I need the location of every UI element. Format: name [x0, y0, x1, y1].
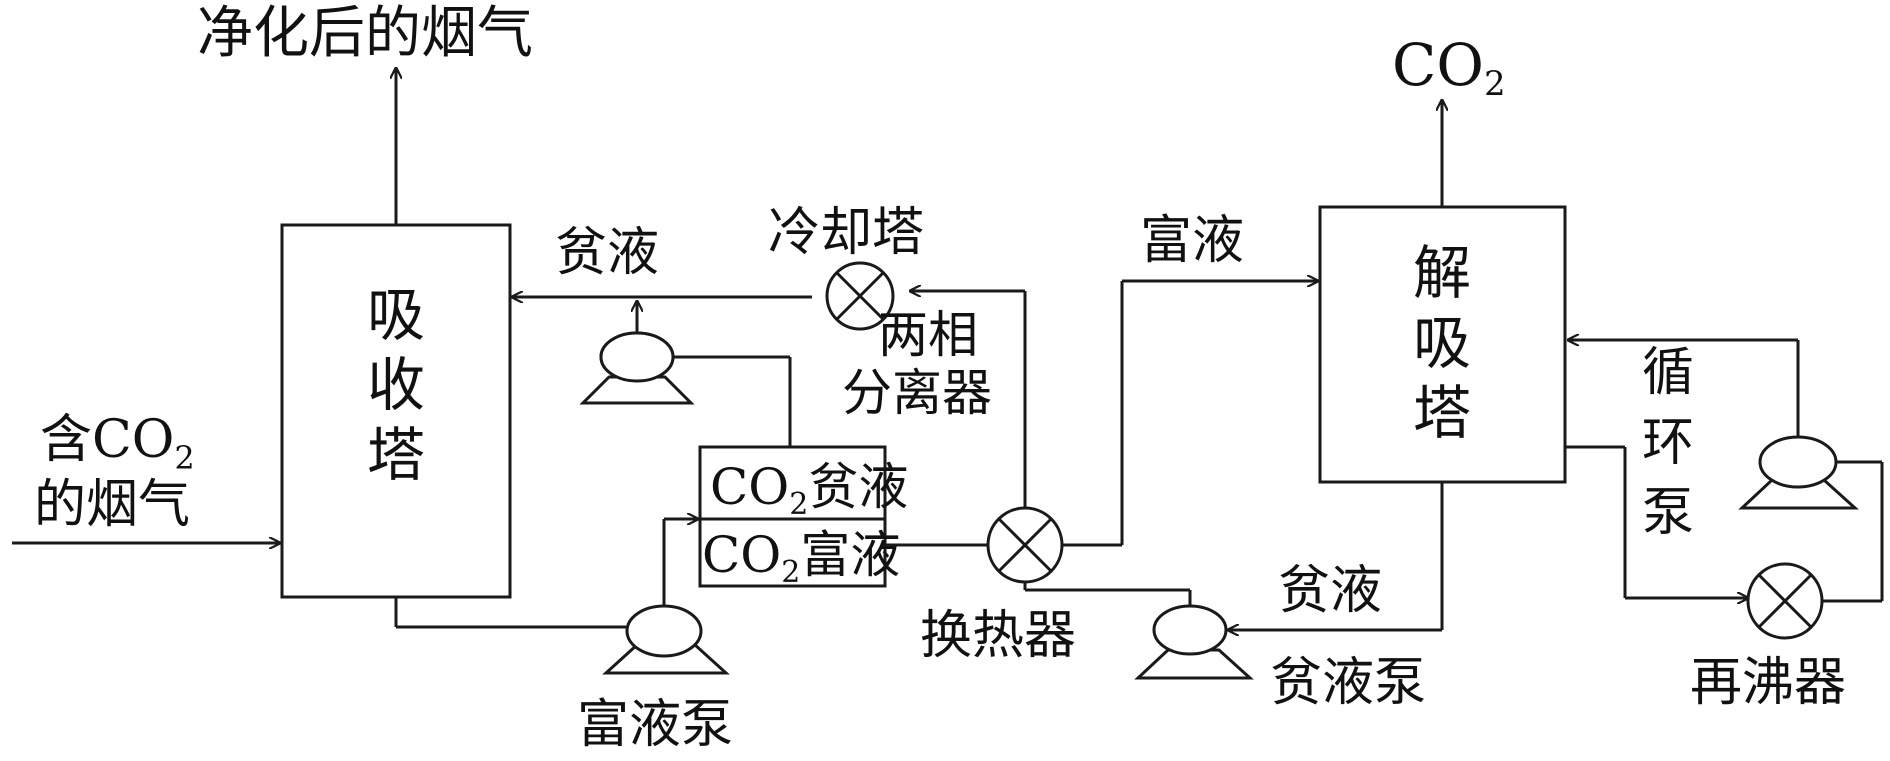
circ-pump-symbol [1738, 435, 1859, 510]
cooler-label: 冷却塔 [768, 203, 924, 263]
rich-pump-symbol [602, 604, 730, 675]
separator-label-1: 两相 [878, 306, 978, 364]
lean-pump-symbol [1134, 604, 1254, 680]
heat-exchanger-label: 换热器 [920, 606, 1076, 666]
lean-bottom-label: 贫液 [1278, 561, 1382, 621]
circ-pump-label-3: 泵 [1642, 483, 1694, 543]
co2-separator-box [698, 445, 887, 588]
separator-label-2: 分离器 [842, 364, 992, 422]
absorber-label-2: 收 [367, 351, 425, 419]
absorber-label-3: 塔 [367, 421, 425, 489]
reboiler-symbol [1746, 562, 1824, 640]
separator-pump-symbol [579, 331, 695, 405]
stripper-label-3: 塔 [1413, 379, 1471, 447]
feed-gas-label-1: 含CO2 [40, 410, 195, 477]
co2-rich-label: CO2富液 [702, 526, 900, 590]
stripper-label-2: 吸 [1413, 309, 1471, 377]
rich-pump-label: 富液泵 [577, 695, 733, 755]
absorber-label-1: 吸 [367, 281, 425, 349]
co2-lean-label: CO2贫液 [710, 458, 908, 522]
absorber-tower [280, 223, 512, 599]
rich-liquid-label: 富液 [1140, 211, 1244, 271]
stripper-tower [1318, 205, 1567, 484]
circ-pump-label-2: 环 [1642, 413, 1694, 473]
feed-gas-label-2: 的烟气 [34, 475, 190, 535]
stripper-label-1: 解 [1413, 239, 1471, 307]
cooler-symbol [825, 261, 895, 331]
reboiler-label: 再沸器 [1690, 653, 1846, 713]
heat-exchanger-symbol [986, 506, 1064, 584]
co2-out-label: CO2 [1392, 31, 1506, 104]
lean-pump-label: 贫液泵 [1270, 653, 1426, 713]
circ-pump-label-1: 循 [1642, 343, 1694, 403]
lean-top-label: 贫液 [555, 223, 659, 283]
clean-gas-label: 净化后的烟气 [197, 1, 533, 66]
